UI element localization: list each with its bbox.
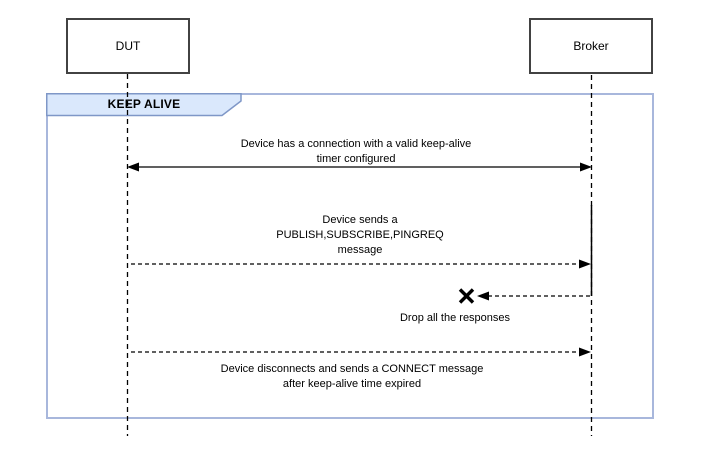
frame-operator-label: KEEP ALIVE (107, 97, 181, 111)
message-1-label: Device has a connection with a valid kee… (240, 138, 472, 165)
message-2-label: Device sends a PUBLISH,SUBSCRIBE,PINGREQ… (276, 214, 444, 256)
message-4-label: Device disconnects and sends a CONNECT m… (220, 363, 484, 390)
frame-tab-pentagon (46, 93, 242, 117)
keep-alive-frame (46, 93, 654, 419)
actor-box-dut: DUT (66, 18, 190, 74)
actor-broker-label: Broker (573, 39, 609, 53)
actor-box-broker: Broker (529, 18, 653, 74)
message-3-label: Drop all the responses (399, 312, 511, 324)
actor-dut-label: DUT (115, 39, 141, 53)
frame-tab-shape (46, 93, 242, 117)
